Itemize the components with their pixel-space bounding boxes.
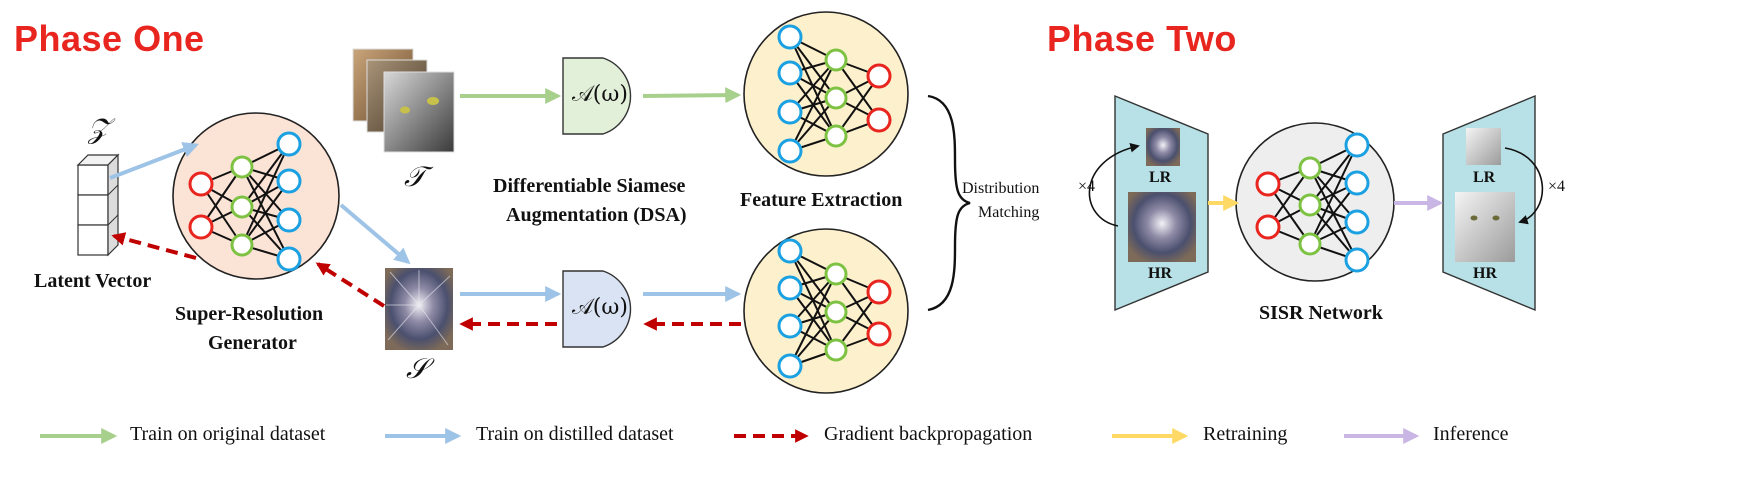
network-node [1344, 209, 1370, 235]
network-node [866, 107, 892, 133]
original-dataset-images [352, 48, 455, 153]
legend-original: Train on original dataset [130, 423, 326, 445]
generator-network-nodes [188, 131, 302, 272]
arrow-backprop-to-generator [315, 262, 386, 308]
network-node [1298, 232, 1322, 256]
augmentation-label-bottom: 𝒜(ω) [572, 295, 628, 320]
network-edge [1309, 182, 1358, 245]
network-node [230, 233, 254, 257]
network-edge [789, 273, 837, 367]
hr-label-right: HR [1473, 265, 1497, 282]
original-set-symbol: 𝒯 [404, 160, 426, 193]
augmentation-block-bottom [562, 270, 632, 348]
network-node [1298, 193, 1322, 217]
network-node [188, 214, 214, 240]
feature-network-bottom-nodes [777, 238, 892, 379]
hr-image-left [1128, 192, 1196, 262]
scale-label-left: ×4 [1078, 178, 1096, 195]
augmentation-block-top [562, 57, 632, 135]
latent-symbol: 𝒵 [88, 112, 110, 145]
synthetic-set-symbol: 𝒮 [406, 352, 428, 385]
legend-retraining: Retraining [1203, 423, 1288, 445]
distribution-matching-brace [927, 94, 971, 312]
phase-one-title: Phase One [14, 18, 205, 59]
network-node [1344, 132, 1370, 158]
feature-network-top-nodes [777, 24, 892, 164]
legend-inference: Inference [1433, 423, 1509, 445]
network-edge [1309, 144, 1358, 206]
arrow-generator-to-synthetic [339, 203, 411, 265]
upscale-arrow-right [1504, 147, 1544, 225]
distribution-label-line2: Matching [978, 204, 1040, 221]
phase-two-title: Phase Two [1047, 18, 1237, 59]
network-node [866, 279, 892, 305]
network-edge [1309, 144, 1358, 245]
network-node [777, 313, 803, 339]
lr-label-left: LR [1149, 169, 1172, 186]
sisr-network-nodes [1255, 132, 1370, 273]
network-node [777, 24, 803, 50]
network-node [824, 48, 848, 72]
network-node [276, 131, 302, 157]
lr-image-right [1466, 128, 1501, 165]
network-node [824, 300, 848, 324]
network-node [777, 353, 803, 379]
arrow-augment-to-feature-top [642, 87, 742, 104]
network-edge [241, 143, 290, 246]
network-node [230, 155, 254, 179]
network-node [276, 246, 302, 272]
synthetic-image [385, 268, 453, 350]
network-node [230, 195, 254, 219]
network-node [777, 238, 803, 264]
hr-label-left: HR [1148, 265, 1172, 282]
network-edge [241, 180, 290, 246]
network-node [1255, 214, 1281, 240]
legend-backprop: Gradient backpropagation [824, 423, 1033, 445]
latent-vector-stack [76, 153, 120, 257]
dsa-label-line1: Differentiable Siamese [493, 175, 686, 197]
network-node [1344, 247, 1370, 273]
network-node [866, 321, 892, 347]
generator-label-line1: Super-Resolution [175, 303, 324, 325]
network-node [777, 99, 803, 125]
scale-label-right: ×4 [1548, 178, 1566, 195]
latent-vector-label: Latent Vector [34, 270, 152, 292]
network-node [276, 168, 302, 194]
upscale-arrow-left [1088, 143, 1140, 227]
network-node [777, 138, 803, 164]
hr-image-right [1455, 192, 1515, 262]
network-node [188, 171, 214, 197]
network-node [777, 60, 803, 86]
network-node [824, 262, 848, 286]
network-node [866, 63, 892, 89]
network-node [824, 124, 848, 148]
network-edge [241, 143, 290, 208]
distribution-label-line1: Distribution [962, 180, 1040, 197]
network-node [824, 86, 848, 110]
legend-distilled: Train on distilled dataset [476, 423, 674, 445]
generator-label-line2: Generator [208, 332, 297, 354]
sisr-network-label: SISR Network [1259, 302, 1383, 324]
arrow-backprop-to-latent [111, 232, 197, 260]
lr-image-left [1146, 128, 1180, 166]
network-node [1255, 171, 1281, 197]
lr-label-right: LR [1473, 169, 1496, 186]
network-node [824, 338, 848, 362]
network-edge [789, 59, 837, 152]
network-node [777, 275, 803, 301]
feature-extraction-label: Feature Extraction [740, 189, 903, 211]
arrow-latent-to-generator [109, 142, 199, 180]
augmentation-label-top: 𝒜(ω) [572, 82, 628, 107]
network-node [1298, 156, 1322, 180]
network-node [1344, 170, 1370, 196]
dsa-label-line2: Augmentation (DSA) [506, 204, 687, 226]
network-node [276, 207, 302, 233]
